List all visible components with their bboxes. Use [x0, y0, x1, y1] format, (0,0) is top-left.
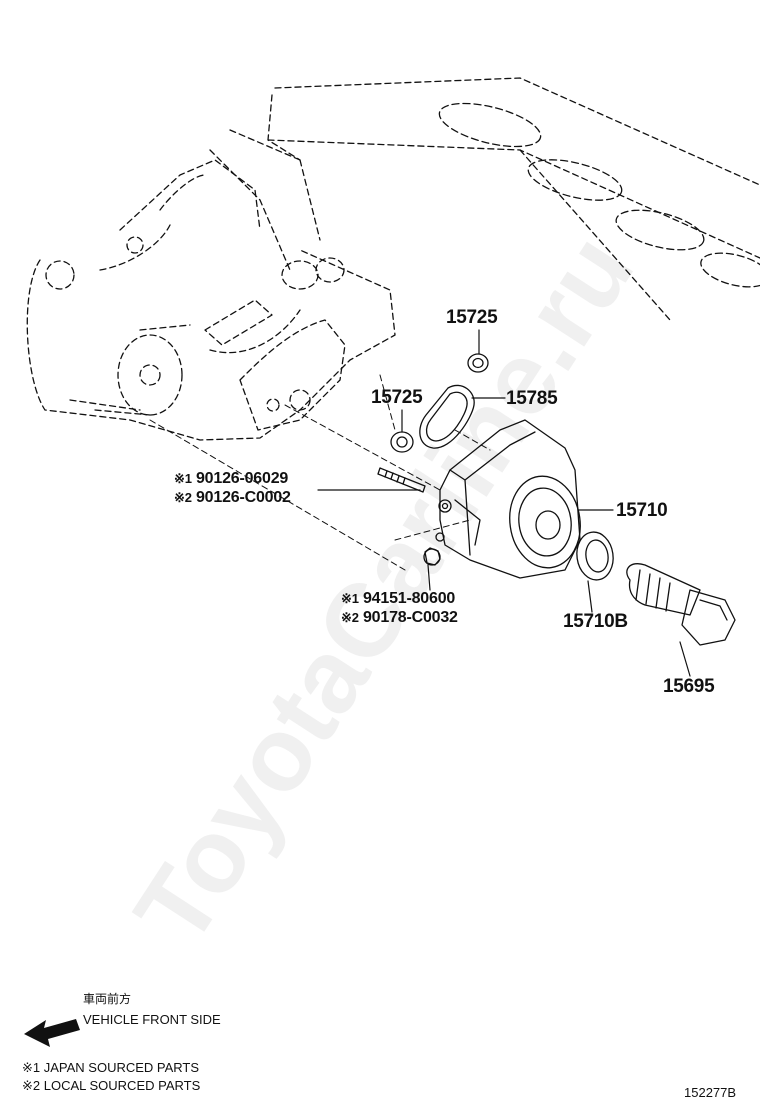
stud-part-japan: ※1 90126-06029 — [174, 471, 288, 487]
callout-15785: 15785 — [506, 388, 558, 409]
cylinder-bores — [438, 102, 760, 288]
pump-housing-outline — [26, 159, 396, 441]
nut-number-2: 90178-C0032 — [362, 609, 458, 626]
direction-japanese: 車両前方 — [83, 992, 132, 1006]
stud-mark-1: ※1 — [174, 471, 192, 486]
oring-15725-left — [390, 431, 414, 453]
callout-15695: 15695 — [663, 676, 715, 697]
gasket-15785 — [419, 384, 475, 449]
callout-15710b: 15710B — [563, 611, 628, 632]
diagram-id: 152277B — [684, 1085, 737, 1100]
callout-15725-upper: 15725 — [446, 307, 498, 328]
stud-part-local: ※2 90126-C0002 — [174, 490, 291, 506]
nut-part-local: ※2 90178-C0032 — [341, 610, 458, 626]
oring-15725-upper — [467, 353, 489, 373]
callout-15725-left: 15725 — [371, 387, 423, 408]
callout-15710: 15710 — [616, 500, 668, 521]
nut — [423, 547, 441, 566]
union-bolt-15695 — [626, 563, 736, 646]
assembly-guide-lines — [149, 374, 491, 571]
oring-15710b — [576, 531, 614, 581]
engine-block-outline — [209, 77, 760, 321]
nut-number-1: 94151-80600 — [362, 590, 456, 607]
nut-mark-1: ※1 — [341, 591, 359, 606]
legend-local-sourced: ※2 LOCAL SOURCED PARTS — [22, 1078, 201, 1093]
oil-filter-case-15710 — [435, 419, 581, 579]
legend-japan-sourced: ※1 JAPAN SOURCED PARTS — [22, 1060, 200, 1075]
stud-mark-2: ※2 — [174, 490, 192, 505]
stud-number-1: 90126-06029 — [195, 470, 289, 487]
stud-bolt — [377, 467, 426, 493]
stud-number-2: 90126-C0002 — [195, 489, 291, 506]
vehicle-front-arrow — [24, 1019, 80, 1047]
direction-english: VEHICLE FRONT SIDE — [83, 1012, 221, 1027]
callout-leaders — [317, 329, 691, 677]
nut-part-japan: ※1 94151-80600 — [341, 591, 455, 607]
nut-mark-2: ※2 — [341, 610, 359, 625]
